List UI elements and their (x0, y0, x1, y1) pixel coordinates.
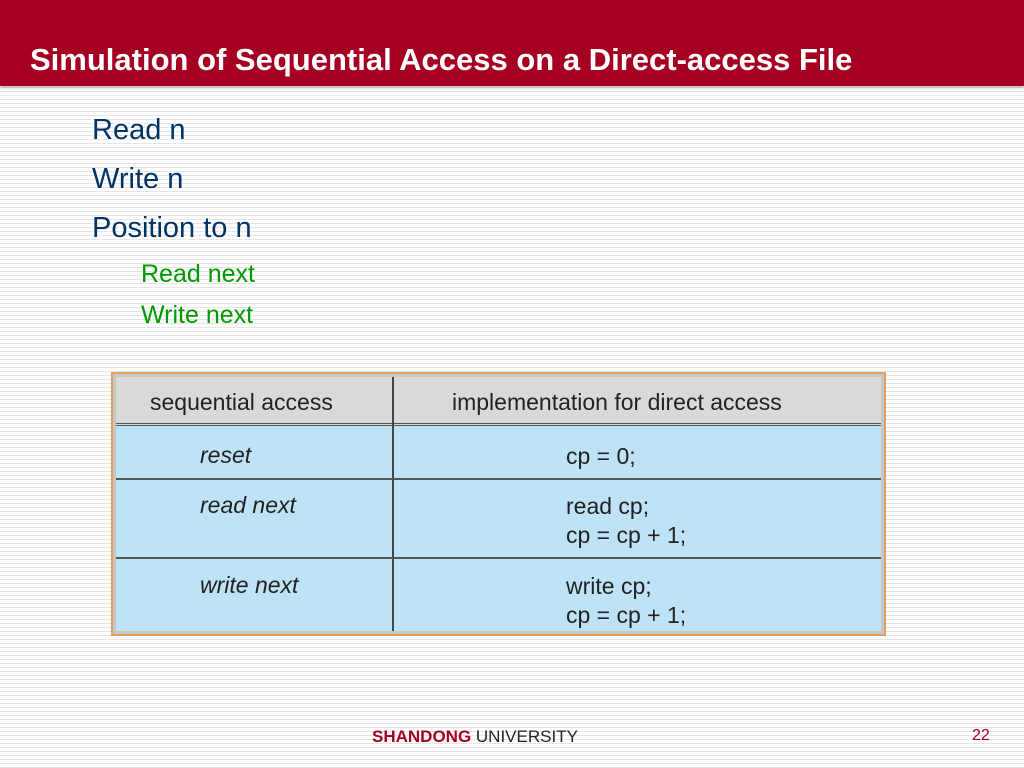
op-reset: reset (200, 442, 252, 468)
column-divider (392, 377, 394, 631)
footer-university: SHANDONG UNIVERSITY (372, 727, 578, 747)
slide-title: Simulation of Sequential Access on a Dir… (30, 42, 853, 77)
page-number: 22 (972, 727, 990, 744)
op-write-next: write next (200, 572, 299, 598)
header-direct-access: implementation for direct access (452, 389, 782, 415)
code-line: write cp; (566, 573, 652, 599)
footer-rest: UNIVERSITY (475, 727, 578, 746)
sub-bullet-write-next: Write next (141, 301, 254, 329)
code-line: cp = 0; (566, 443, 636, 469)
bullet-write-n: Write n (92, 163, 184, 195)
code-line: read cp; (566, 493, 650, 519)
access-table: sequential access implementation for dir… (111, 372, 886, 636)
bullet-list: Read n Write n Position to n Read next W… (92, 112, 255, 341)
row-divider (116, 478, 881, 480)
code-line: cp = cp + 1; (566, 522, 687, 548)
op-read-next: read next (200, 492, 296, 518)
sub-bullet-read-next: Read next (141, 260, 255, 288)
header-sequential-access: sequential access (150, 389, 333, 415)
table-header-row (116, 377, 881, 426)
row-divider (116, 557, 881, 559)
bullet-position-to-n: Position to n (92, 212, 252, 244)
footer-brand: SHANDONG (372, 727, 472, 746)
access-table-body: sequential access implementation for dir… (116, 377, 881, 631)
impl-reset: cp = 0; (566, 442, 636, 471)
impl-read-next: read cp; cp = cp + 1; (566, 492, 686, 550)
title-bar: Simulation of Sequential Access on a Dir… (0, 0, 1024, 86)
code-line: cp = cp + 1; (566, 602, 687, 628)
bullet-read-n: Read n (92, 114, 186, 146)
impl-write-next: write cp; cp = cp + 1; (566, 572, 686, 630)
